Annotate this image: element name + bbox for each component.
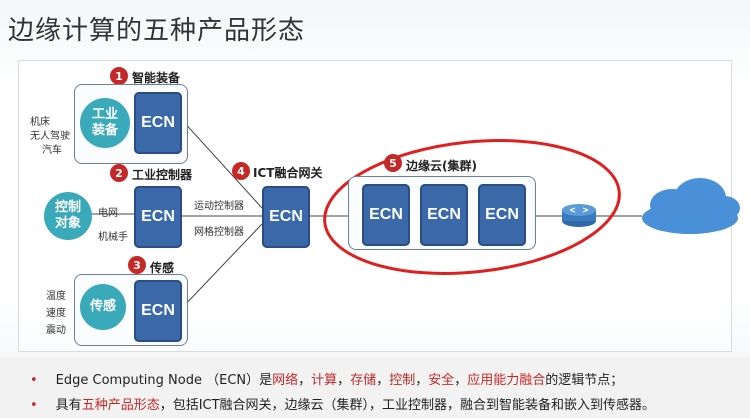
group2-side: 电网机械手 — [98, 208, 128, 243]
group2-name: 工业控制器 — [132, 168, 193, 182]
group5-badge: 5 — [384, 154, 402, 172]
router-icon — [562, 204, 596, 227]
link-label-2: 网格控制器 — [194, 227, 244, 238]
bullet-1: •Edge Computing Node （ECN）是网络，计算，存储，控制，安… — [30, 373, 624, 388]
group3-badge: 3 — [128, 256, 146, 274]
cluster-ecn-3: ECN — [478, 184, 526, 246]
group4-name: ICT融合网关 — [253, 166, 323, 180]
group1-circle: 工业装备 — [80, 98, 130, 148]
group2-badge: 2 — [110, 164, 128, 182]
gateway-ecn: ECN — [262, 186, 310, 248]
group1-name: 智能装备 — [132, 71, 181, 85]
group1-ecn: ECN — [134, 92, 182, 154]
bullet-area: •Edge Computing Node （ECN）是网络，计算，存储，控制，安… — [0, 357, 750, 418]
group2-ecn: ECN — [134, 186, 182, 248]
group3-side: 温度速度震动 — [46, 291, 66, 336]
group5-name: 边缘云(集群) — [406, 159, 477, 173]
cluster-ecn-2: ECN — [420, 184, 468, 246]
page-title: 边缘计算的五种产品形态 — [8, 16, 306, 46]
group1-badge: 1 — [110, 67, 128, 85]
group3-name: 传感 — [150, 261, 175, 275]
link-label-1: 运动控制器 — [194, 201, 244, 212]
group2-circle: 控制对象 — [44, 192, 92, 240]
cluster-ecn-1: ECN — [362, 184, 410, 246]
group3-circle: 传感 — [80, 284, 126, 330]
group4-badge: 4 — [232, 162, 250, 180]
highlight-ellipse — [323, 139, 621, 275]
cloud-icon — [642, 178, 740, 234]
group3-ecn: ECN — [134, 280, 182, 342]
bullet-2: •具有五种产品形态，包括ICT融合网关，边缘云（集群），工业控制器，融合到智能装… — [30, 398, 656, 413]
group1-side: 机床无人驾驶汽车 — [30, 117, 70, 156]
